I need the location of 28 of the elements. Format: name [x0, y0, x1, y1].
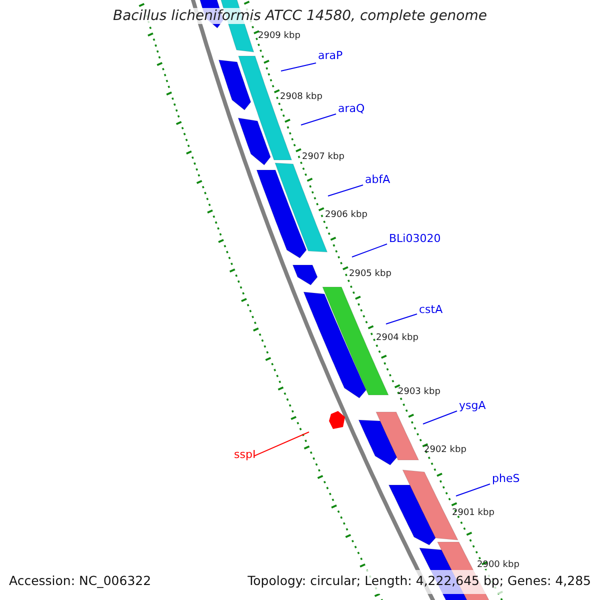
- tick-label: 2905 kbp: [349, 269, 392, 280]
- gene-label: cstA: [419, 304, 443, 317]
- tick-label: 2901 kbp: [452, 508, 494, 518]
- gene-label: araQ: [338, 103, 365, 116]
- leader-line: [328, 184, 364, 196]
- accession-text: Accession: NC_006322: [9, 574, 152, 588]
- tick-label: 2906 kbp: [325, 210, 368, 220]
- leader-line: [300, 114, 336, 126]
- leader-line: [280, 62, 316, 72]
- gene-label: pheS: [492, 473, 520, 486]
- leader-line: [254, 432, 310, 456]
- tick-label: 2903 kbp: [398, 387, 440, 398]
- gene-label: abfA: [365, 174, 390, 187]
- leader-line: [386, 314, 418, 324]
- leader-line: [456, 484, 490, 496]
- tick-label: 2900 kbp: [477, 560, 520, 570]
- gene-label: ysgA: [459, 400, 486, 413]
- gene-label: BLi03020: [389, 233, 441, 246]
- tick-label: 2902 kbp: [424, 445, 466, 456]
- genome-summary-text: Topology: circular; Length: 4,222,645 bp; Genes: 4,285: [248, 574, 591, 588]
- tick-label: 2904 kbp: [376, 333, 418, 344]
- tick-label: 2907 kbp: [302, 152, 344, 162]
- leader-line: [352, 244, 388, 258]
- gene-label: araP: [318, 50, 343, 63]
- leader-line: [422, 410, 458, 424]
- gene-label: sspI: [234, 449, 256, 462]
- tick-label: 2908 kbp: [280, 92, 322, 102]
- tick-label: 2909 kbp: [258, 31, 300, 42]
